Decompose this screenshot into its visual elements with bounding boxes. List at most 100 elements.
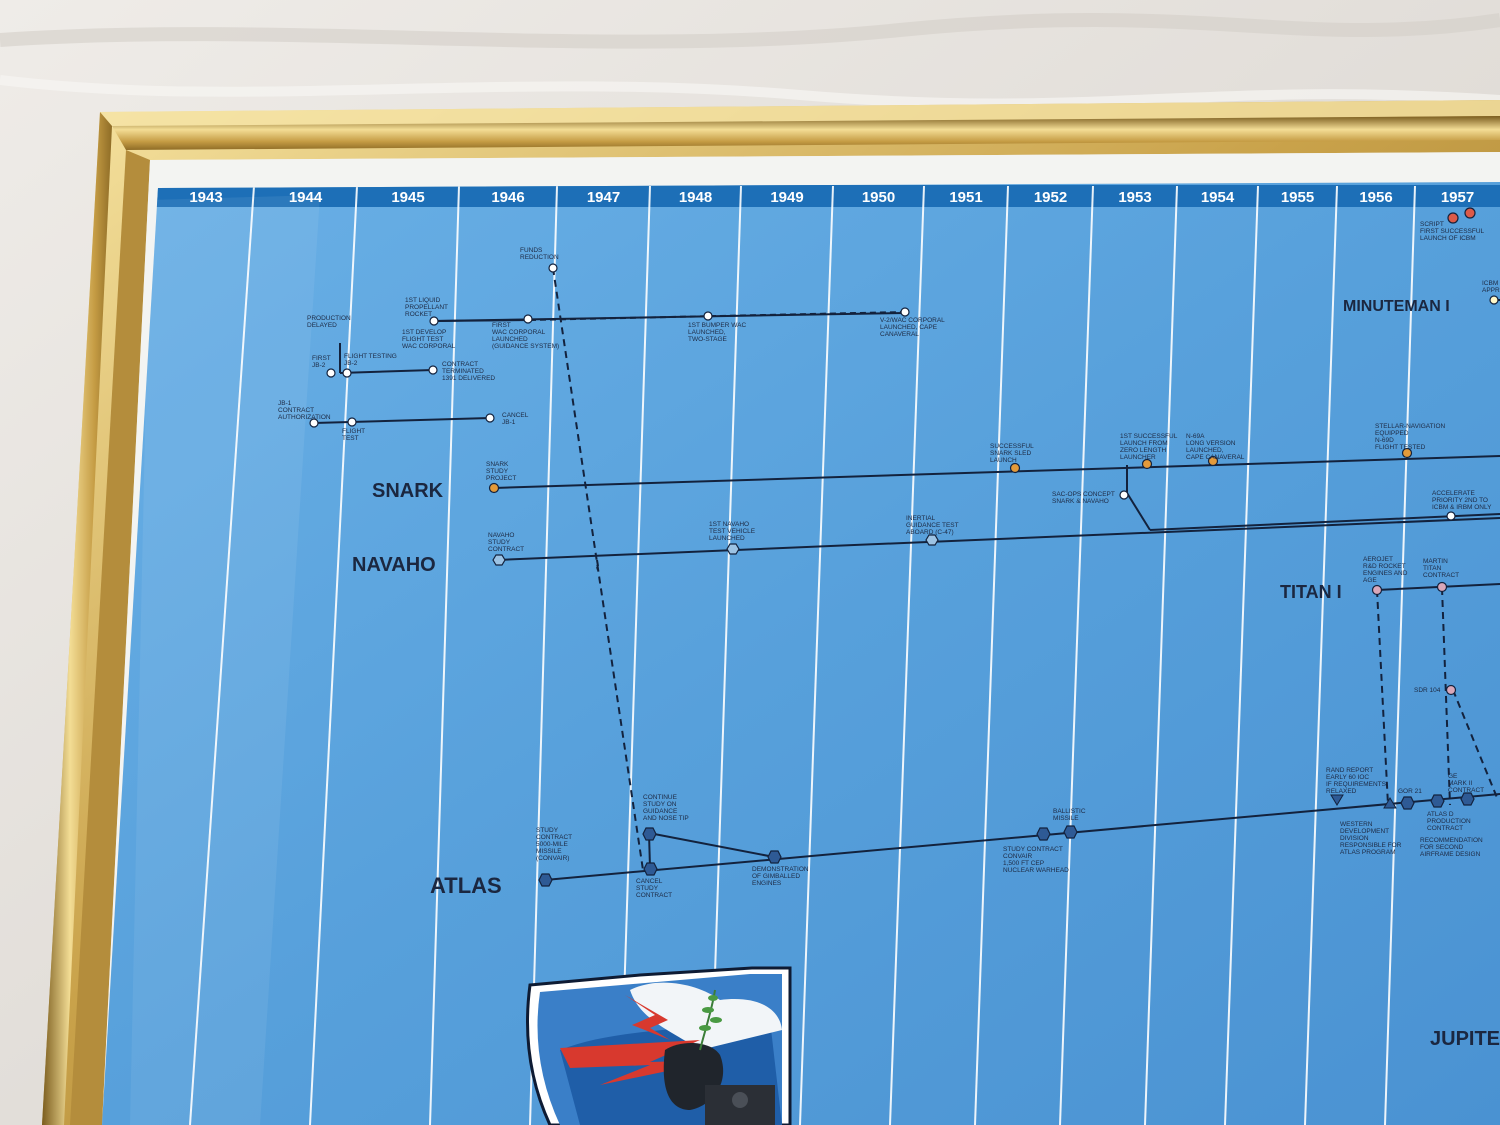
icbm-node xyxy=(1464,207,1476,219)
event-node xyxy=(342,368,352,378)
event-label-line: JB-1 xyxy=(278,400,292,407)
event-label: GOR 21 xyxy=(1398,788,1422,795)
event-label-line: STUDY xyxy=(488,539,511,546)
event-label-line: N-69D xyxy=(1375,437,1394,444)
year-gridline xyxy=(619,185,651,1125)
year-label: 1956 xyxy=(1359,189,1392,206)
event-node xyxy=(1446,511,1456,521)
atlas-node xyxy=(1430,794,1445,808)
program-label-minuteman: MINUTEMAN I xyxy=(1343,298,1450,315)
event-label-line: WESTERN xyxy=(1340,821,1373,828)
event-label-line: CANCEL xyxy=(636,878,663,885)
event-label-line: WAC CORPORAL xyxy=(402,343,456,350)
snark-node xyxy=(1207,455,1219,467)
event-label-line: STUDY xyxy=(486,468,509,475)
year-gridline xyxy=(529,185,558,1125)
event-label-line: AEROJET xyxy=(1363,556,1393,563)
event-label-line: STUDY xyxy=(636,885,659,892)
event-label-line: DELAYED xyxy=(307,322,337,329)
event-label-line: FLIGHT TESTED xyxy=(1375,444,1426,451)
year-gridline xyxy=(189,185,255,1125)
event-label-line: V-2/WAC CORPORAL xyxy=(880,317,945,324)
year-label: 1945 xyxy=(391,189,424,206)
event-label-line: CONTRACT xyxy=(1427,825,1463,832)
year-gridline xyxy=(1384,185,1416,1125)
event-label-line: LAUNCHED, xyxy=(1186,447,1224,454)
event-label-line: TEST xyxy=(342,435,359,442)
year-gridline xyxy=(889,185,925,1125)
snark-node xyxy=(1141,458,1153,470)
event-label-line: PRODUCTION xyxy=(307,315,351,322)
event-label-line: MISSILE xyxy=(1053,815,1079,822)
atlas-marker xyxy=(1383,797,1397,809)
event-label-line: FIRST SUCCESSFUL xyxy=(1420,228,1485,235)
year-header-bar xyxy=(102,185,1500,207)
year-gridline xyxy=(1224,185,1259,1125)
event-label-line: 1ST BUMPER WAC xyxy=(688,322,746,329)
event-label-line: ICBM & IRBM ONLY xyxy=(1432,504,1492,511)
event-label-line: ACCELERATE xyxy=(1432,490,1476,497)
atlas-node xyxy=(1036,827,1051,841)
event-label-line: TEST VEHICLE xyxy=(709,528,756,535)
event-label-line: (CONVAIR) xyxy=(536,855,569,862)
event-label-line: PROPELLANT xyxy=(405,304,448,311)
event-node xyxy=(548,263,558,273)
event-label-line: LAUNCHER xyxy=(1120,454,1156,461)
event-label-line: SUCCESSFUL xyxy=(990,443,1034,450)
event-label-line: AUTHORIZATION xyxy=(278,414,331,421)
event-label-line: NUCLEAR WARHEAD xyxy=(1003,867,1069,874)
snark-node xyxy=(488,482,500,494)
minuteman-node xyxy=(1489,295,1499,305)
event-label-line: DEMONSTRATION xyxy=(752,866,809,873)
event-label-line: NAVAHO xyxy=(488,532,515,539)
event-label-line: INERTIAL xyxy=(906,515,936,522)
event-label-line: LAUNCHED xyxy=(709,535,745,542)
event-label-line: ROCKET xyxy=(405,311,432,318)
event-label-line: 1391 DELIVERED xyxy=(442,375,495,382)
event-label-line: CONTRACT xyxy=(1423,572,1459,579)
event-label-line: CONTRACT xyxy=(536,834,572,841)
atlas-node xyxy=(643,862,658,876)
event-label-line: REDUCTION xyxy=(520,254,559,261)
event-label-line: MARK II xyxy=(1448,780,1472,787)
event-label-line: GUIDANCE xyxy=(643,808,678,815)
year-gridline xyxy=(1144,185,1178,1125)
event-label-line: EARLY 60 IOC xyxy=(1326,774,1369,781)
year-label: 1952 xyxy=(1034,189,1067,206)
event-label-line: FLIGHT TESTING xyxy=(344,353,397,360)
event-label-line: CONTRACT xyxy=(442,361,478,368)
atlas-node xyxy=(767,850,782,864)
program-label-titan: TITAN I xyxy=(1280,582,1342,602)
event-label-line: CAPE CANAVERAL xyxy=(1186,454,1245,461)
year-label: 1957 xyxy=(1441,189,1474,206)
year-label: 1949 xyxy=(770,189,803,206)
year-label: 1953 xyxy=(1118,189,1151,206)
sac-shield-emblem xyxy=(526,966,792,1125)
event-label-line: PRIORITY 2ND TO xyxy=(1432,497,1488,504)
event-label-line: LAUNCH OF ICBM xyxy=(1420,235,1476,242)
event-label-line: ENGINES xyxy=(752,880,782,887)
event-label-line: LAUNCHED xyxy=(492,336,528,343)
year-label: 1944 xyxy=(289,189,323,206)
year-label: 1950 xyxy=(862,189,895,206)
program-label-snark: SNARK xyxy=(372,480,444,502)
event-label-line: DEVELOPMENT xyxy=(1340,828,1389,835)
event-label-line: CANCEL xyxy=(502,412,529,419)
event-label-line: CONTRACT xyxy=(278,407,314,414)
event-label-line: CONTRACT xyxy=(636,892,672,899)
